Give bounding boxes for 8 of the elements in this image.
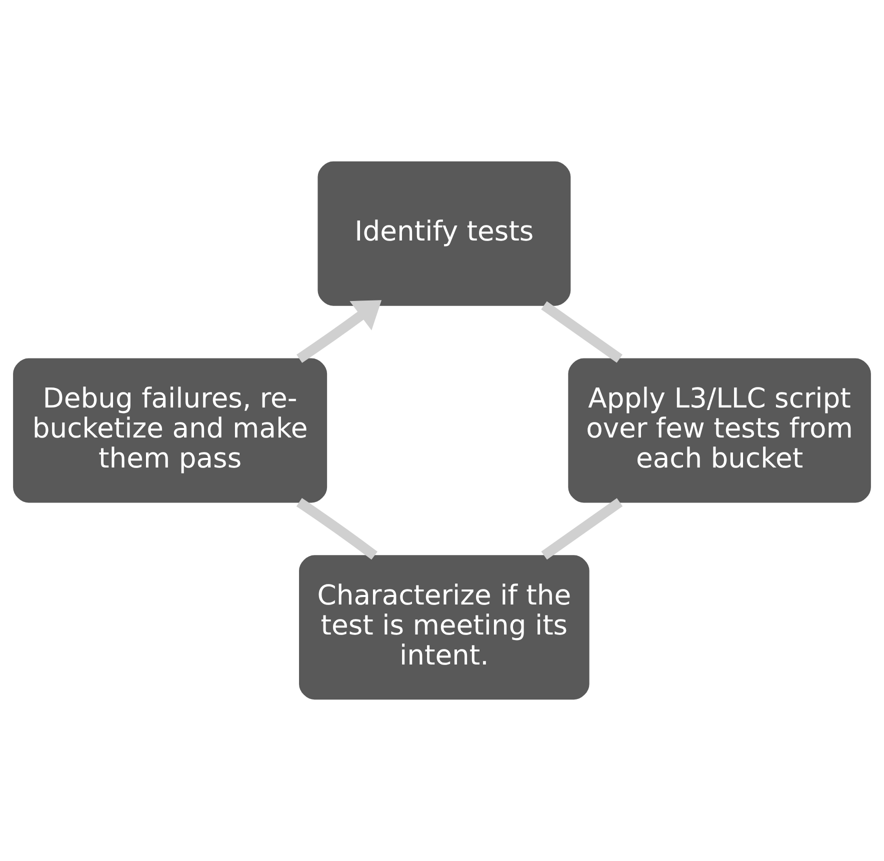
connector xyxy=(296,498,378,560)
node-box: Identify tests xyxy=(318,161,571,306)
node-box: Characterize if the test is meeting its intent. xyxy=(299,555,590,700)
arrow xyxy=(296,300,382,363)
connector xyxy=(541,498,623,560)
node-box: Debug failures, re-bucketize and make them pass xyxy=(13,358,328,503)
connector xyxy=(541,301,622,363)
node-box: Apply L3/LLC script over few tests from each bucket xyxy=(568,358,871,503)
